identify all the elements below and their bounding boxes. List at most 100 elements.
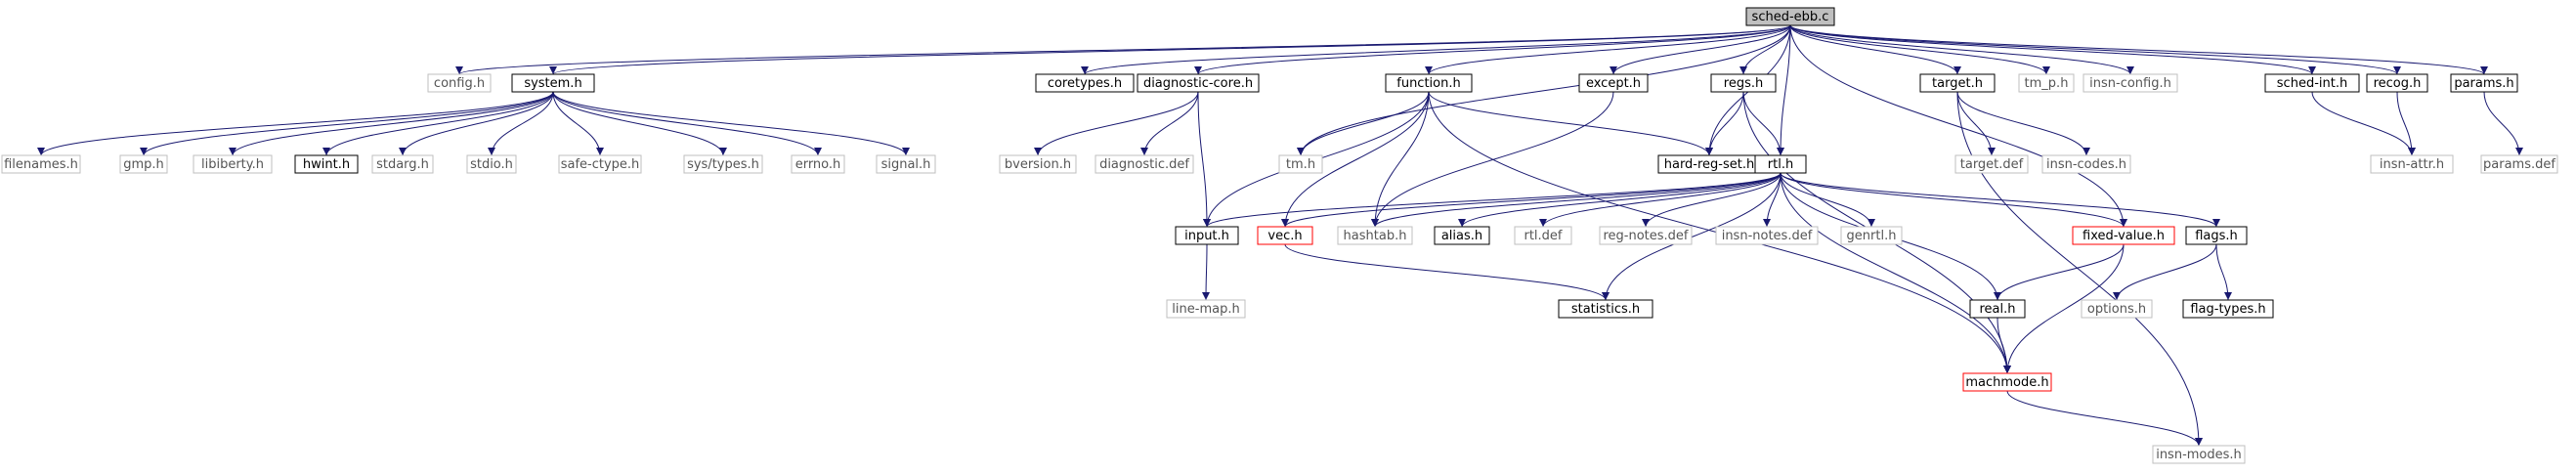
node-params[interactable]: params.h bbox=[2450, 73, 2518, 93]
node-rtl[interactable]: rtl.h bbox=[1754, 154, 1807, 174]
node-label-regs: regs.h bbox=[1724, 76, 1763, 91]
edge-regs-to-rtl bbox=[1742, 91, 1784, 156]
node-regnotes: reg-notes.def bbox=[1599, 226, 1693, 245]
node-label-targetdef: target.def bbox=[1960, 157, 2024, 172]
edge-diagcore-to-input bbox=[1197, 91, 1211, 228]
node-diagdef: diagnostic.def bbox=[1095, 154, 1194, 174]
edge-schedint-to-insnattr bbox=[2311, 91, 2416, 156]
node-statistics[interactable]: statistics.h bbox=[1558, 299, 1653, 319]
node-label-stdio: stdio.h bbox=[470, 157, 513, 172]
node-target[interactable]: target.h bbox=[1919, 73, 1996, 93]
node-config: config.h bbox=[427, 73, 492, 93]
edge-rtl-to-statistics bbox=[1602, 172, 1782, 301]
edge-rtl-to-vec bbox=[1281, 172, 1782, 228]
node-box-filenames bbox=[1, 154, 81, 174]
edge-flags-to-flagtypes bbox=[2215, 243, 2232, 301]
edge-diagcore-to-bversion bbox=[1034, 91, 1199, 156]
node-label-sched-ebb: sched-ebb.c bbox=[1752, 10, 1829, 24]
node-coretypes[interactable]: coretypes.h bbox=[1035, 73, 1135, 93]
node-label-libiberty: libiberty.h bbox=[201, 157, 264, 172]
node-label-genrtl: genrtl.h bbox=[1847, 229, 1897, 243]
node-schedint[interactable]: sched-int.h bbox=[2264, 73, 2360, 93]
node-diagcore[interactable]: diagnostic-core.h bbox=[1137, 73, 1260, 93]
node-box-stdarg bbox=[371, 154, 434, 174]
edge-params-to-paramsdef bbox=[2483, 91, 2523, 156]
node-flags[interactable]: flags.h bbox=[2185, 226, 2248, 245]
edge-rtl-to-flags bbox=[1780, 172, 2220, 228]
node-label-flags: flags.h bbox=[2195, 229, 2238, 243]
edge-sched-ebb-to-regs bbox=[1739, 24, 1791, 75]
node-box-alias bbox=[1434, 226, 1490, 245]
node-label-signal: signal.h bbox=[881, 157, 931, 172]
edge-target-to-targetdef bbox=[1956, 91, 1996, 156]
node-box-statistics bbox=[1558, 299, 1653, 319]
node-label-tm_p: tm_p.h bbox=[2025, 76, 2069, 91]
node-machmode[interactable]: machmode.h bbox=[1962, 372, 2052, 392]
edge-sched-ebb-to-schedint bbox=[1789, 24, 2316, 75]
edge-rtl-to-alias bbox=[1458, 172, 1782, 228]
node-label-errno: errno.h bbox=[795, 157, 841, 172]
node-system[interactable]: system.h bbox=[511, 73, 595, 93]
node-label-paramsdef: params.def bbox=[2483, 157, 2555, 172]
edge-system-to-stdio bbox=[488, 91, 554, 156]
node-function[interactable]: function.h bbox=[1385, 73, 1473, 93]
node-label-alias: alias.h bbox=[1441, 229, 1482, 243]
node-input[interactable]: input.h bbox=[1175, 226, 1239, 245]
node-filenames: filenames.h bbox=[1, 154, 81, 174]
node-box-hashtab bbox=[1337, 226, 1413, 245]
edge-vec-to-statistics bbox=[1284, 243, 1610, 301]
node-box-rtl bbox=[1754, 154, 1807, 174]
node-label-insnconfig: insn-config.h bbox=[2089, 76, 2171, 91]
node-flagtypes[interactable]: flag-types.h bbox=[2182, 299, 2274, 319]
node-layer: sched-ebb.c config.h system.h coretypes.h di… bbox=[1, 7, 2558, 464]
edge-input-to-linemap bbox=[1202, 243, 1211, 301]
node-box-bversion bbox=[999, 154, 1077, 174]
node-sched-ebb[interactable]: sched-ebb.c bbox=[1745, 7, 1835, 26]
node-vec[interactable]: vec.h bbox=[1257, 226, 1313, 245]
node-label-vec: vec.h bbox=[1267, 229, 1302, 243]
node-real[interactable]: real.h bbox=[1969, 299, 2026, 319]
node-gmp: gmp.h bbox=[119, 154, 168, 174]
node-box-system bbox=[511, 73, 595, 93]
node-hwint[interactable]: hwint.h bbox=[294, 154, 359, 174]
node-linemap: line-map.h bbox=[1166, 299, 1246, 319]
node-box-options bbox=[2081, 299, 2153, 319]
node-hardregset[interactable]: hard-reg-set.h bbox=[1657, 154, 1761, 174]
node-safectype: safe-ctype.h bbox=[558, 154, 642, 174]
node-box-vec bbox=[1257, 226, 1313, 245]
node-insnnotes: insn-notes.def bbox=[1715, 226, 1819, 245]
edge-machmode-to-insnmodes bbox=[2006, 390, 2203, 447]
node-paramsdef: params.def bbox=[2480, 154, 2558, 174]
node-label-flagtypes: flag-types.h bbox=[2190, 302, 2265, 317]
edge-recog-to-insnattr bbox=[2396, 91, 2416, 156]
edge-sched-ebb-to-function bbox=[1425, 24, 1791, 75]
node-except[interactable]: except.h bbox=[1578, 73, 1649, 93]
node-label-stdarg: stdarg.h bbox=[376, 157, 429, 172]
node-label-hashtab: hashtab.h bbox=[1344, 229, 1407, 243]
node-box-safectype bbox=[558, 154, 642, 174]
node-label-insnattr: insn-attr.h bbox=[2380, 157, 2444, 172]
edge-system-to-errno bbox=[552, 91, 822, 156]
edge-regs-to-hardregset bbox=[1705, 91, 1744, 156]
edge-fixedvalue-to-machmode bbox=[2003, 243, 2125, 374]
node-label-options: options.h bbox=[2087, 302, 2146, 317]
edge-diagcore-to-diagdef bbox=[1140, 91, 1199, 156]
node-box-diagdef bbox=[1095, 154, 1194, 174]
node-hashtab: hashtab.h bbox=[1337, 226, 1413, 245]
node-box-genrtl bbox=[1840, 226, 1903, 245]
node-alias[interactable]: alias.h bbox=[1434, 226, 1490, 245]
node-insnmodes: insn-modes.h bbox=[2152, 445, 2246, 464]
node-label-coretypes: coretypes.h bbox=[1048, 76, 1122, 91]
edge-system-to-stdarg bbox=[399, 91, 554, 156]
node-recog[interactable]: recog.h bbox=[2366, 73, 2428, 93]
node-fixedvalue[interactable]: fixed-value.h bbox=[2072, 226, 2175, 245]
node-regs[interactable]: regs.h bbox=[1710, 73, 1777, 93]
edge-sched-ebb-to-rtl bbox=[1777, 24, 1791, 156]
node-label-rtl: rtl.h bbox=[1768, 157, 1793, 172]
node-box-paramsdef bbox=[2480, 154, 2558, 174]
node-label-target: target.h bbox=[1932, 76, 1983, 91]
node-box-except bbox=[1578, 73, 1649, 93]
node-box-insnmodes bbox=[2152, 445, 2246, 464]
node-label-recog: recog.h bbox=[2374, 76, 2422, 91]
node-errno: errno.h bbox=[791, 154, 845, 174]
